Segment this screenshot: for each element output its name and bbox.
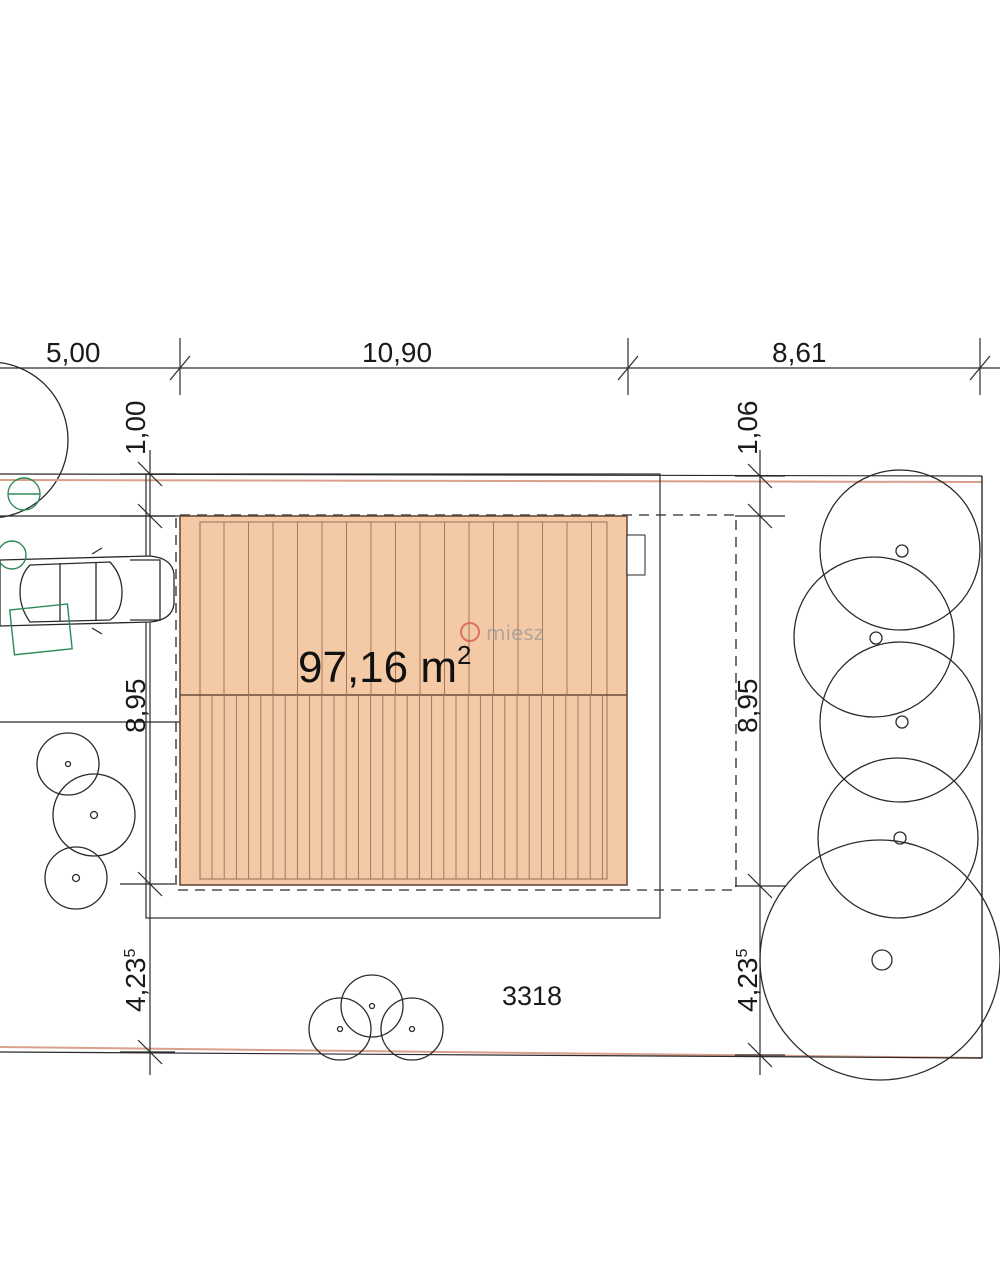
left-dimension-line — [120, 450, 175, 1075]
car-icon — [0, 547, 175, 635]
dim-left-height: 8,95 — [120, 679, 151, 734]
building-roof — [179, 515, 646, 886]
parcel-boundary — [0, 473, 983, 1059]
trees-right — [759, 469, 1000, 1081]
tree-icon — [36, 732, 100, 796]
tree-icon — [817, 757, 979, 919]
buildable-zone-dashed — [175, 514, 737, 891]
watermark-logo-icon — [460, 622, 480, 642]
tree-icon — [340, 974, 404, 1038]
tree-icon — [819, 469, 981, 631]
dim-right-setback-bottom: 4,235 — [732, 949, 763, 1013]
dim-top-mid: 10,90 — [362, 337, 432, 368]
dim-top-right: 8,61 — [772, 337, 827, 368]
tree-icon — [380, 997, 444, 1061]
tree-icon — [308, 997, 372, 1061]
tree-icon — [52, 773, 136, 857]
tree-icon — [759, 839, 1000, 1081]
parcel-number: 3318 — [502, 981, 562, 1011]
dim-left-setback-top: 1,00 — [120, 401, 151, 456]
trees-bottom — [308, 974, 444, 1061]
tree-icon — [793, 556, 955, 718]
dim-top-left: 5,00 — [46, 337, 101, 368]
top-dimension-line — [0, 338, 1000, 395]
dim-right-setback-top: 1,06 — [732, 401, 763, 456]
building-envelope — [145, 473, 661, 919]
watermark: miesz — [460, 621, 544, 645]
svg-text:miesz: miesz — [486, 621, 544, 645]
tree-icon — [44, 846, 108, 910]
tree-icon — [819, 641, 981, 803]
building-area-label: 97,16 m2 — [298, 640, 471, 692]
tree-canopy-topleft — [0, 361, 69, 519]
utility-box-icon — [8, 603, 73, 656]
dim-right-height: 8,95 — [732, 679, 763, 734]
utility-symbols — [0, 477, 73, 656]
utility-meter-icon — [0, 540, 27, 570]
dim-left-setback-bottom: 4,235 — [120, 949, 151, 1013]
trees-left — [36, 732, 136, 910]
